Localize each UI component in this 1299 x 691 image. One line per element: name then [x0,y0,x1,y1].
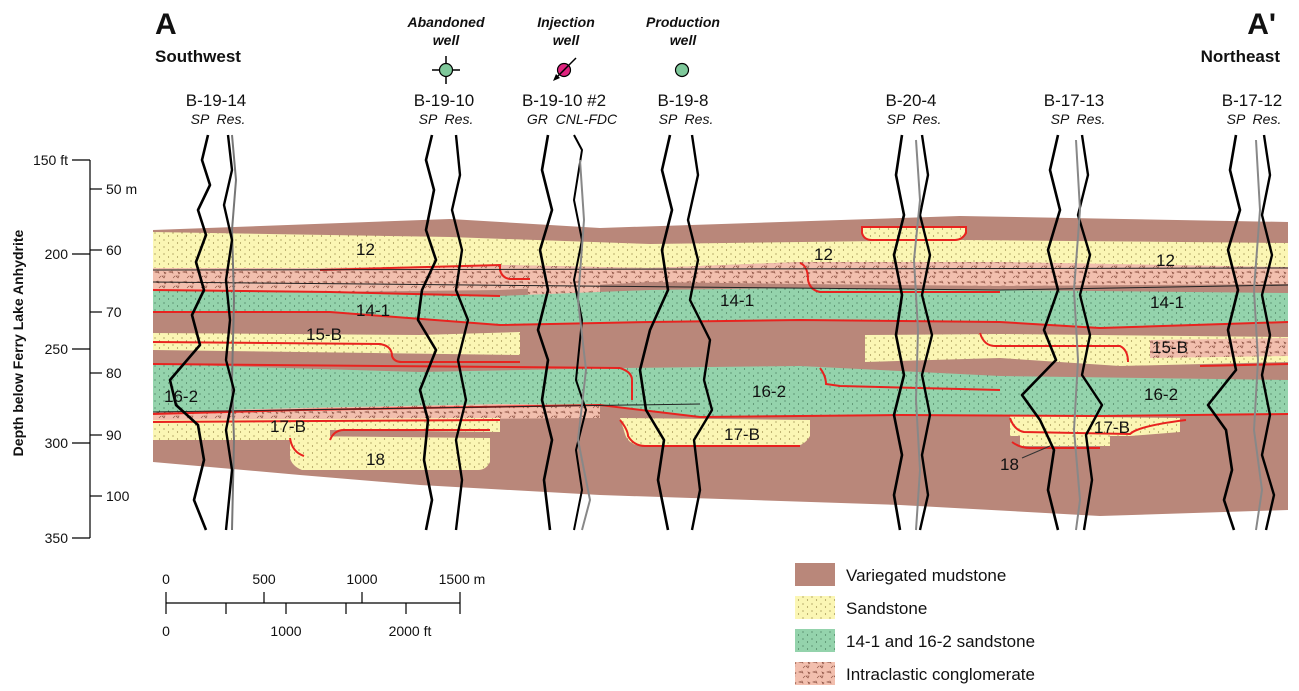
production-well-icon [676,64,689,77]
m-tick-label: 70 [106,304,122,320]
unit-12-lens [862,227,966,240]
legend-label: 14-1 and 16-2 sandstone [846,632,1035,651]
scale-m-label: 1000 [346,571,377,587]
well-log-labels: SP Res. [191,111,246,127]
well-log-labels: SP Res. [1051,111,1106,127]
m-tick-label: 50 m [106,181,137,197]
well-name: B-17-12 [1222,91,1282,110]
unit-label: 16-2 [752,382,786,401]
legend-label: Variegated mudstone [846,566,1006,585]
section-start-label: A [155,8,177,41]
abandoned-well-icon [432,56,460,84]
scale-bar: 0 500 1000 1500 m 0 1000 2000 ft [162,571,485,639]
section-end-label: A' [1247,8,1276,41]
ft-tick-label: 250 [45,341,69,357]
production-well-caption: Production [646,14,720,30]
scale-ft-label: 1000 [270,623,301,639]
ft-tick-label: 300 [45,435,69,451]
unit-label: 12 [814,245,833,264]
unit-label: 17-B [1094,418,1130,437]
legend-swatch-green-sandstone [795,629,835,652]
unit-label: 14-1 [720,291,754,310]
well-name: B-19-8 [657,91,708,110]
section-start-direction: Southwest [155,47,241,66]
legend-swatch-sandstone [795,596,835,619]
m-ticks [90,189,102,496]
well-name: B-19-10 #2 [522,91,606,110]
m-tick-label: 60 [106,242,122,258]
legend-swatch-conglomerate [795,662,835,685]
legend-swatch-mudstone [795,563,835,586]
well-log-labels: SP Res. [887,111,942,127]
injection-well-icon [553,58,576,81]
m-tick-label: 80 [106,365,122,381]
injection-well-caption: Injection [537,14,595,30]
ft-tick-label: 200 [45,246,69,262]
unit-label: 17-B [270,417,306,436]
scale-m-label: 1500 m [439,571,486,587]
legend: Variegated mudstone Sandstone 14-1 and 1… [795,563,1035,685]
unit-label: 18 [366,450,385,469]
section-end-direction: Northeast [1201,47,1281,66]
well-log-labels: SP Res. [1227,111,1282,127]
well-type-symbols: Abandoned well Injection well Production… [407,14,720,84]
abandoned-well-caption: Abandoned [407,14,485,30]
legend-label: Sandstone [846,599,927,618]
well-log-labels: SP Res. [419,111,474,127]
section-body [153,216,1288,516]
unit-label: 15-B [1152,338,1188,357]
depth-axis-title: Depth below Ferry Lake Anhydrite [10,229,26,456]
well-name: B-17-13 [1044,91,1104,110]
ft-tick-label: 350 [45,530,69,546]
legend-label: Intraclastic conglomerate [846,665,1035,684]
well-log-labels: GR CNL-FDC [527,111,618,127]
production-well-caption: well [670,32,698,48]
unit-label: 12 [1156,251,1175,270]
unit-label: 17-B [724,425,760,444]
m-tick-label: 100 [106,488,130,504]
ft-ticks [72,160,90,538]
unit-label: 14-1 [356,301,390,320]
unit-17-b-lens-center [620,418,810,446]
unit-label: 18 [1000,455,1019,474]
scale-m-label: 500 [252,571,276,587]
m-tick-label: 90 [106,427,122,443]
well-name: B-19-10 [414,91,474,110]
unit-label: 15-B [306,325,342,344]
well-headers: B-19-14 SP Res. B-19-10 SP Res. B-19-10 … [186,91,1282,127]
well-name: B-19-14 [186,91,246,110]
unit-label: 16-2 [1144,385,1178,404]
unit-label: 12 [356,240,375,259]
unit-label: 14-1 [1150,293,1184,312]
injection-well-caption: well [553,32,581,48]
depth-axis: Depth below Ferry Lake Anhydrite 150 ft … [10,152,137,546]
well-log-labels: SP Res. [659,111,714,127]
scale-m-label: 0 [162,571,170,587]
scale-ft-label: 2000 ft [389,623,432,639]
well-name: B-20-4 [885,91,936,110]
scale-ft-label: 0 [162,623,170,639]
ft-tick-label: 150 ft [33,152,68,168]
abandoned-well-caption: well [433,32,461,48]
unit-18-lens-east [1020,436,1110,446]
unit-label: 16-2 [164,387,198,406]
